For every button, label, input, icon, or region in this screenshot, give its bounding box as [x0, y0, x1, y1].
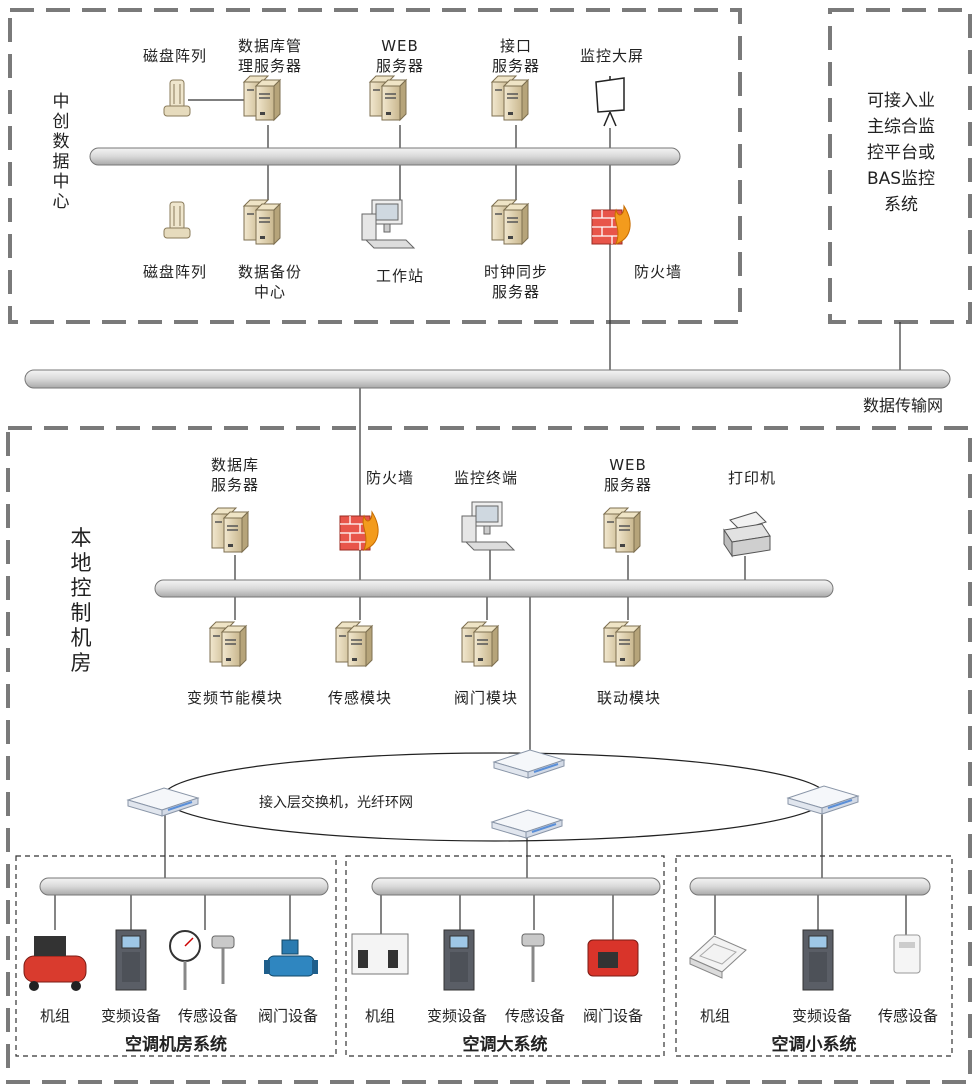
dc-top-node-label: 监控大屏: [579, 47, 644, 65]
local-room-region: [6, 426, 972, 1084]
module-label: 变频节能模块: [186, 689, 283, 707]
dc-bottom-node-label: 工作站: [375, 267, 424, 285]
server-icon: [491, 75, 529, 121]
dc-top-node-label: 磁盘阵列: [142, 47, 207, 65]
subsystem-box-3: [675, 855, 953, 1057]
dc-bottom-node-label: 磁盘阵列: [142, 263, 207, 281]
workstation-icon: [361, 199, 415, 249]
vfd-icon: [802, 929, 834, 991]
data-network-label: 数据传输网: [862, 396, 943, 415]
monitor-screen-icon: [595, 75, 625, 127]
printer-icon: [723, 511, 771, 557]
device-label: 变频设备: [426, 1007, 487, 1025]
subsystem-title: 空调大系统: [462, 1035, 548, 1055]
server-icon: [603, 621, 641, 667]
sensor-panel-icon: [893, 934, 921, 974]
server-icon: [209, 621, 247, 667]
dc-bottom-node-label: 防火墙: [633, 263, 682, 281]
chiller-icon: [351, 933, 409, 975]
subsystem-title: 空调小系统: [771, 1035, 857, 1055]
local-top-node-label: 数据库 服务器: [210, 456, 259, 494]
subsystem-bus-1: [39, 877, 329, 896]
cassette-ac-icon: [689, 935, 747, 979]
server-icon: [461, 621, 499, 667]
valve-icon: [264, 939, 318, 977]
local-top-node-label: 打印机: [727, 469, 776, 487]
local-bus: [154, 579, 834, 598]
terminal-icon: [461, 501, 515, 551]
dc-top-node-label: 接口 服务器: [491, 37, 540, 75]
firewall-icon: [591, 205, 631, 245]
module-label: 阀门模块: [453, 689, 518, 707]
dc-bottom-node-label: 时钟同步 服务器: [483, 263, 548, 301]
switch-icon: [127, 787, 199, 817]
device-label: 传感设备: [877, 1007, 938, 1025]
sensor-icon: [520, 932, 546, 984]
dc-top-node-label: WEB 服务器: [375, 37, 424, 75]
switch-icon: [491, 809, 563, 839]
subsystem-box-2: [345, 855, 665, 1057]
dc-bus: [89, 147, 681, 166]
data-network-bus: [24, 369, 951, 389]
vfd-icon: [115, 929, 147, 991]
server-icon: [243, 75, 281, 121]
external-platform-label: 可接入业 主综合监 控平台或 BAS监控 系统: [866, 91, 936, 215]
dc-bottom-node-label: 数据备份 中心: [237, 263, 302, 301]
server-icon: [491, 199, 529, 245]
sensor-icon: [210, 934, 236, 986]
module-label: 联动模块: [596, 689, 661, 707]
actuator-icon: [587, 939, 639, 977]
subsystem-title: 空调机房系统: [125, 1035, 227, 1055]
module-label: 传感模块: [327, 689, 392, 707]
server-icon: [369, 75, 407, 121]
device-label: 变频设备: [791, 1007, 852, 1025]
switch-ring-label: 接入层交换机，光纤环网: [259, 795, 413, 811]
device-label: 变频设备: [100, 1007, 161, 1025]
device-label: 机组: [39, 1007, 70, 1025]
local-top-node-label: 监控终端: [453, 469, 518, 487]
disk-array-icon: [163, 201, 191, 239]
local-top-node-label: 防火墙: [365, 469, 414, 487]
device-label: 机组: [699, 1007, 730, 1025]
device-label: 阀门设备: [582, 1007, 643, 1025]
vfd-icon: [443, 929, 475, 991]
subsystem-bus-3: [689, 877, 931, 896]
data-center-title: 中创数据中心: [52, 92, 70, 212]
gauge-icon: [169, 930, 201, 990]
chiller-icon: [23, 936, 87, 991]
device-label: 传感设备: [504, 1007, 565, 1025]
subsystem-box-1: [15, 855, 337, 1057]
local-room-title: 本地控制机房: [70, 526, 92, 675]
firewall-icon: [339, 511, 379, 551]
device-label: 传感设备: [177, 1007, 238, 1025]
dc-top-node-label: 数据库管 理服务器: [237, 37, 302, 75]
switch-icon: [787, 785, 859, 815]
subsystem-bus-2: [371, 877, 661, 896]
data-center-region: [8, 8, 742, 324]
server-icon: [243, 199, 281, 245]
device-label: 机组: [364, 1007, 395, 1025]
local-top-node-label: WEB 服务器: [603, 456, 652, 494]
server-icon: [211, 507, 249, 553]
server-icon: [603, 507, 641, 553]
server-icon: [335, 621, 373, 667]
device-label: 阀门设备: [257, 1007, 318, 1025]
disk-array-icon: [163, 79, 191, 117]
